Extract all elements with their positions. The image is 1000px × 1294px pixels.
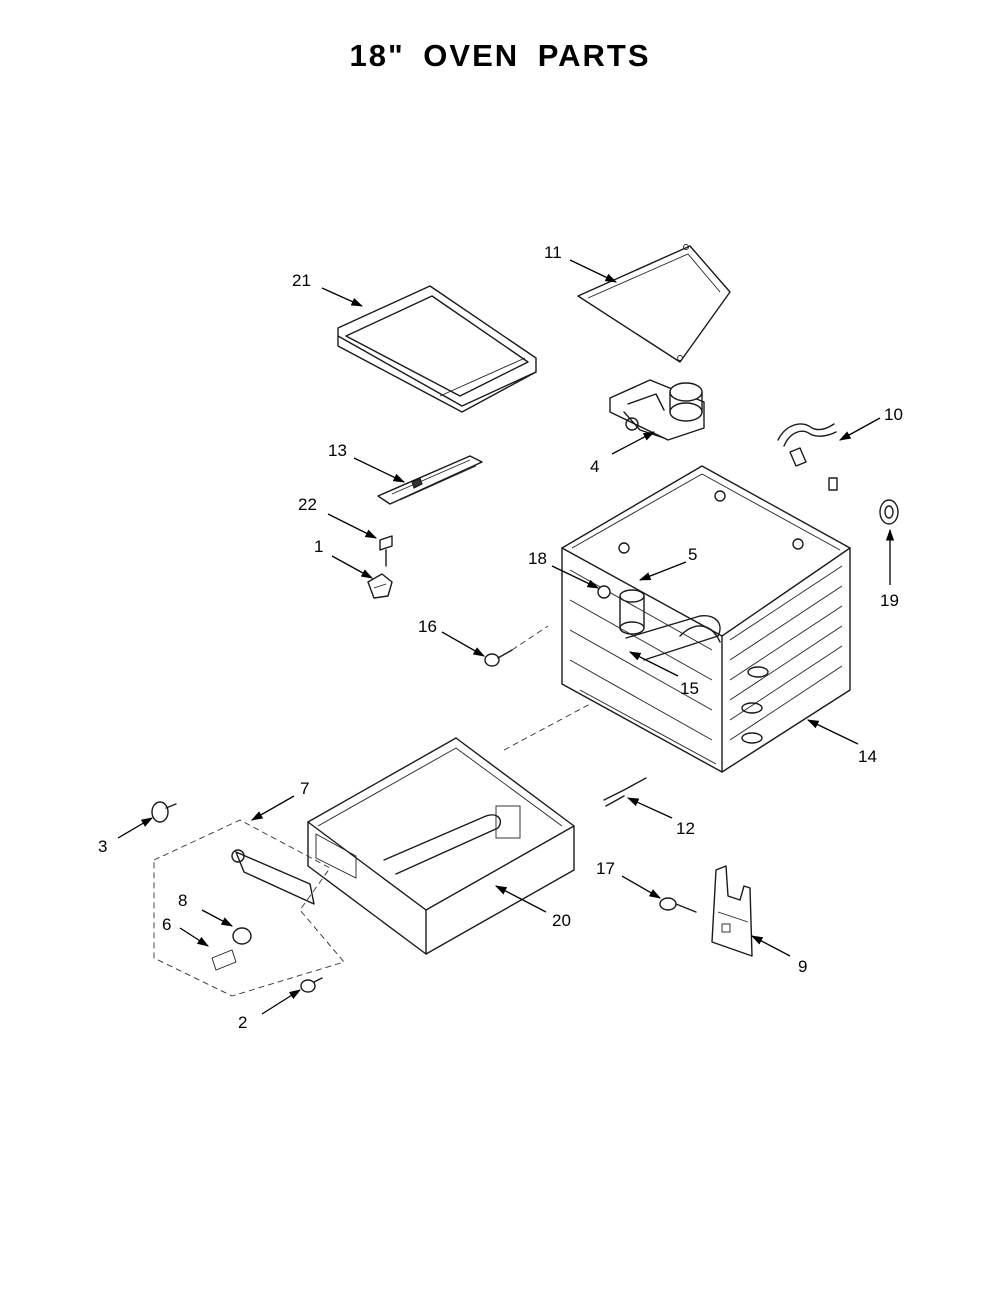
- callout-8: 8: [178, 891, 187, 910]
- callout-17: 17: [596, 859, 615, 878]
- callout-20: 20: [552, 911, 571, 930]
- part-12-rod[interactable]: [603, 777, 647, 807]
- callout-13: 13: [328, 441, 347, 460]
- callout-22: 22: [298, 495, 317, 514]
- callout-9: 9: [798, 957, 807, 976]
- part-7-panel[interactable]: [153, 819, 345, 997]
- part-13-rail[interactable]: [377, 455, 483, 505]
- callout-12: 12: [676, 819, 695, 838]
- callout-labels: 21 11 4 10 19 13 22 1 16 18 5 15 14 7 3 …: [98, 243, 903, 1032]
- callout-1: 1: [314, 537, 323, 556]
- callout-19: 19: [880, 591, 899, 610]
- part-15-burner[interactable]: [625, 615, 721, 661]
- alignment-line: [503, 703, 591, 751]
- part-2-screw[interactable]: [300, 977, 323, 993]
- page-title: 18" OVEN PARTS: [349, 38, 651, 73]
- callout-16: 16: [418, 617, 437, 636]
- part-22-screw[interactable]: [379, 535, 393, 567]
- callout-21: 21: [292, 271, 311, 290]
- part-14-oven-cavity[interactable]: [561, 465, 851, 773]
- part-18-nut[interactable]: [597, 585, 611, 599]
- part-16-screw[interactable]: [484, 625, 549, 667]
- callout-11: 11: [544, 243, 562, 262]
- part-6-terminal[interactable]: [211, 949, 237, 971]
- part-10-tube[interactable]: [777, 423, 838, 491]
- callout-18: 18: [528, 549, 547, 568]
- part-21-tray[interactable]: [337, 285, 537, 413]
- callout-15: 15: [680, 679, 699, 698]
- callout-7: 7: [300, 779, 309, 798]
- part-19-cap[interactable]: [879, 499, 899, 525]
- part-3-knob[interactable]: [151, 801, 177, 823]
- callout-6: 6: [162, 915, 171, 934]
- part-17-screw[interactable]: [659, 897, 697, 913]
- callout-2: 2: [238, 1013, 247, 1032]
- callout-10: 10: [884, 405, 903, 424]
- callout-3: 3: [98, 837, 107, 856]
- callout-14: 14: [858, 747, 877, 766]
- part-1-bracket[interactable]: [367, 573, 393, 599]
- callout-4: 4: [590, 457, 599, 476]
- callout-5: 5: [688, 545, 697, 564]
- part-20-drawer[interactable]: [307, 737, 575, 955]
- part-8-bulb[interactable]: [232, 927, 252, 945]
- leader-lines: [117, 259, 895, 1015]
- part-11-plate[interactable]: [577, 244, 731, 363]
- part-4-valve-assembly[interactable]: [609, 379, 705, 441]
- part-9-hinge[interactable]: [711, 865, 753, 957]
- part-5-cylinder[interactable]: [619, 589, 645, 635]
